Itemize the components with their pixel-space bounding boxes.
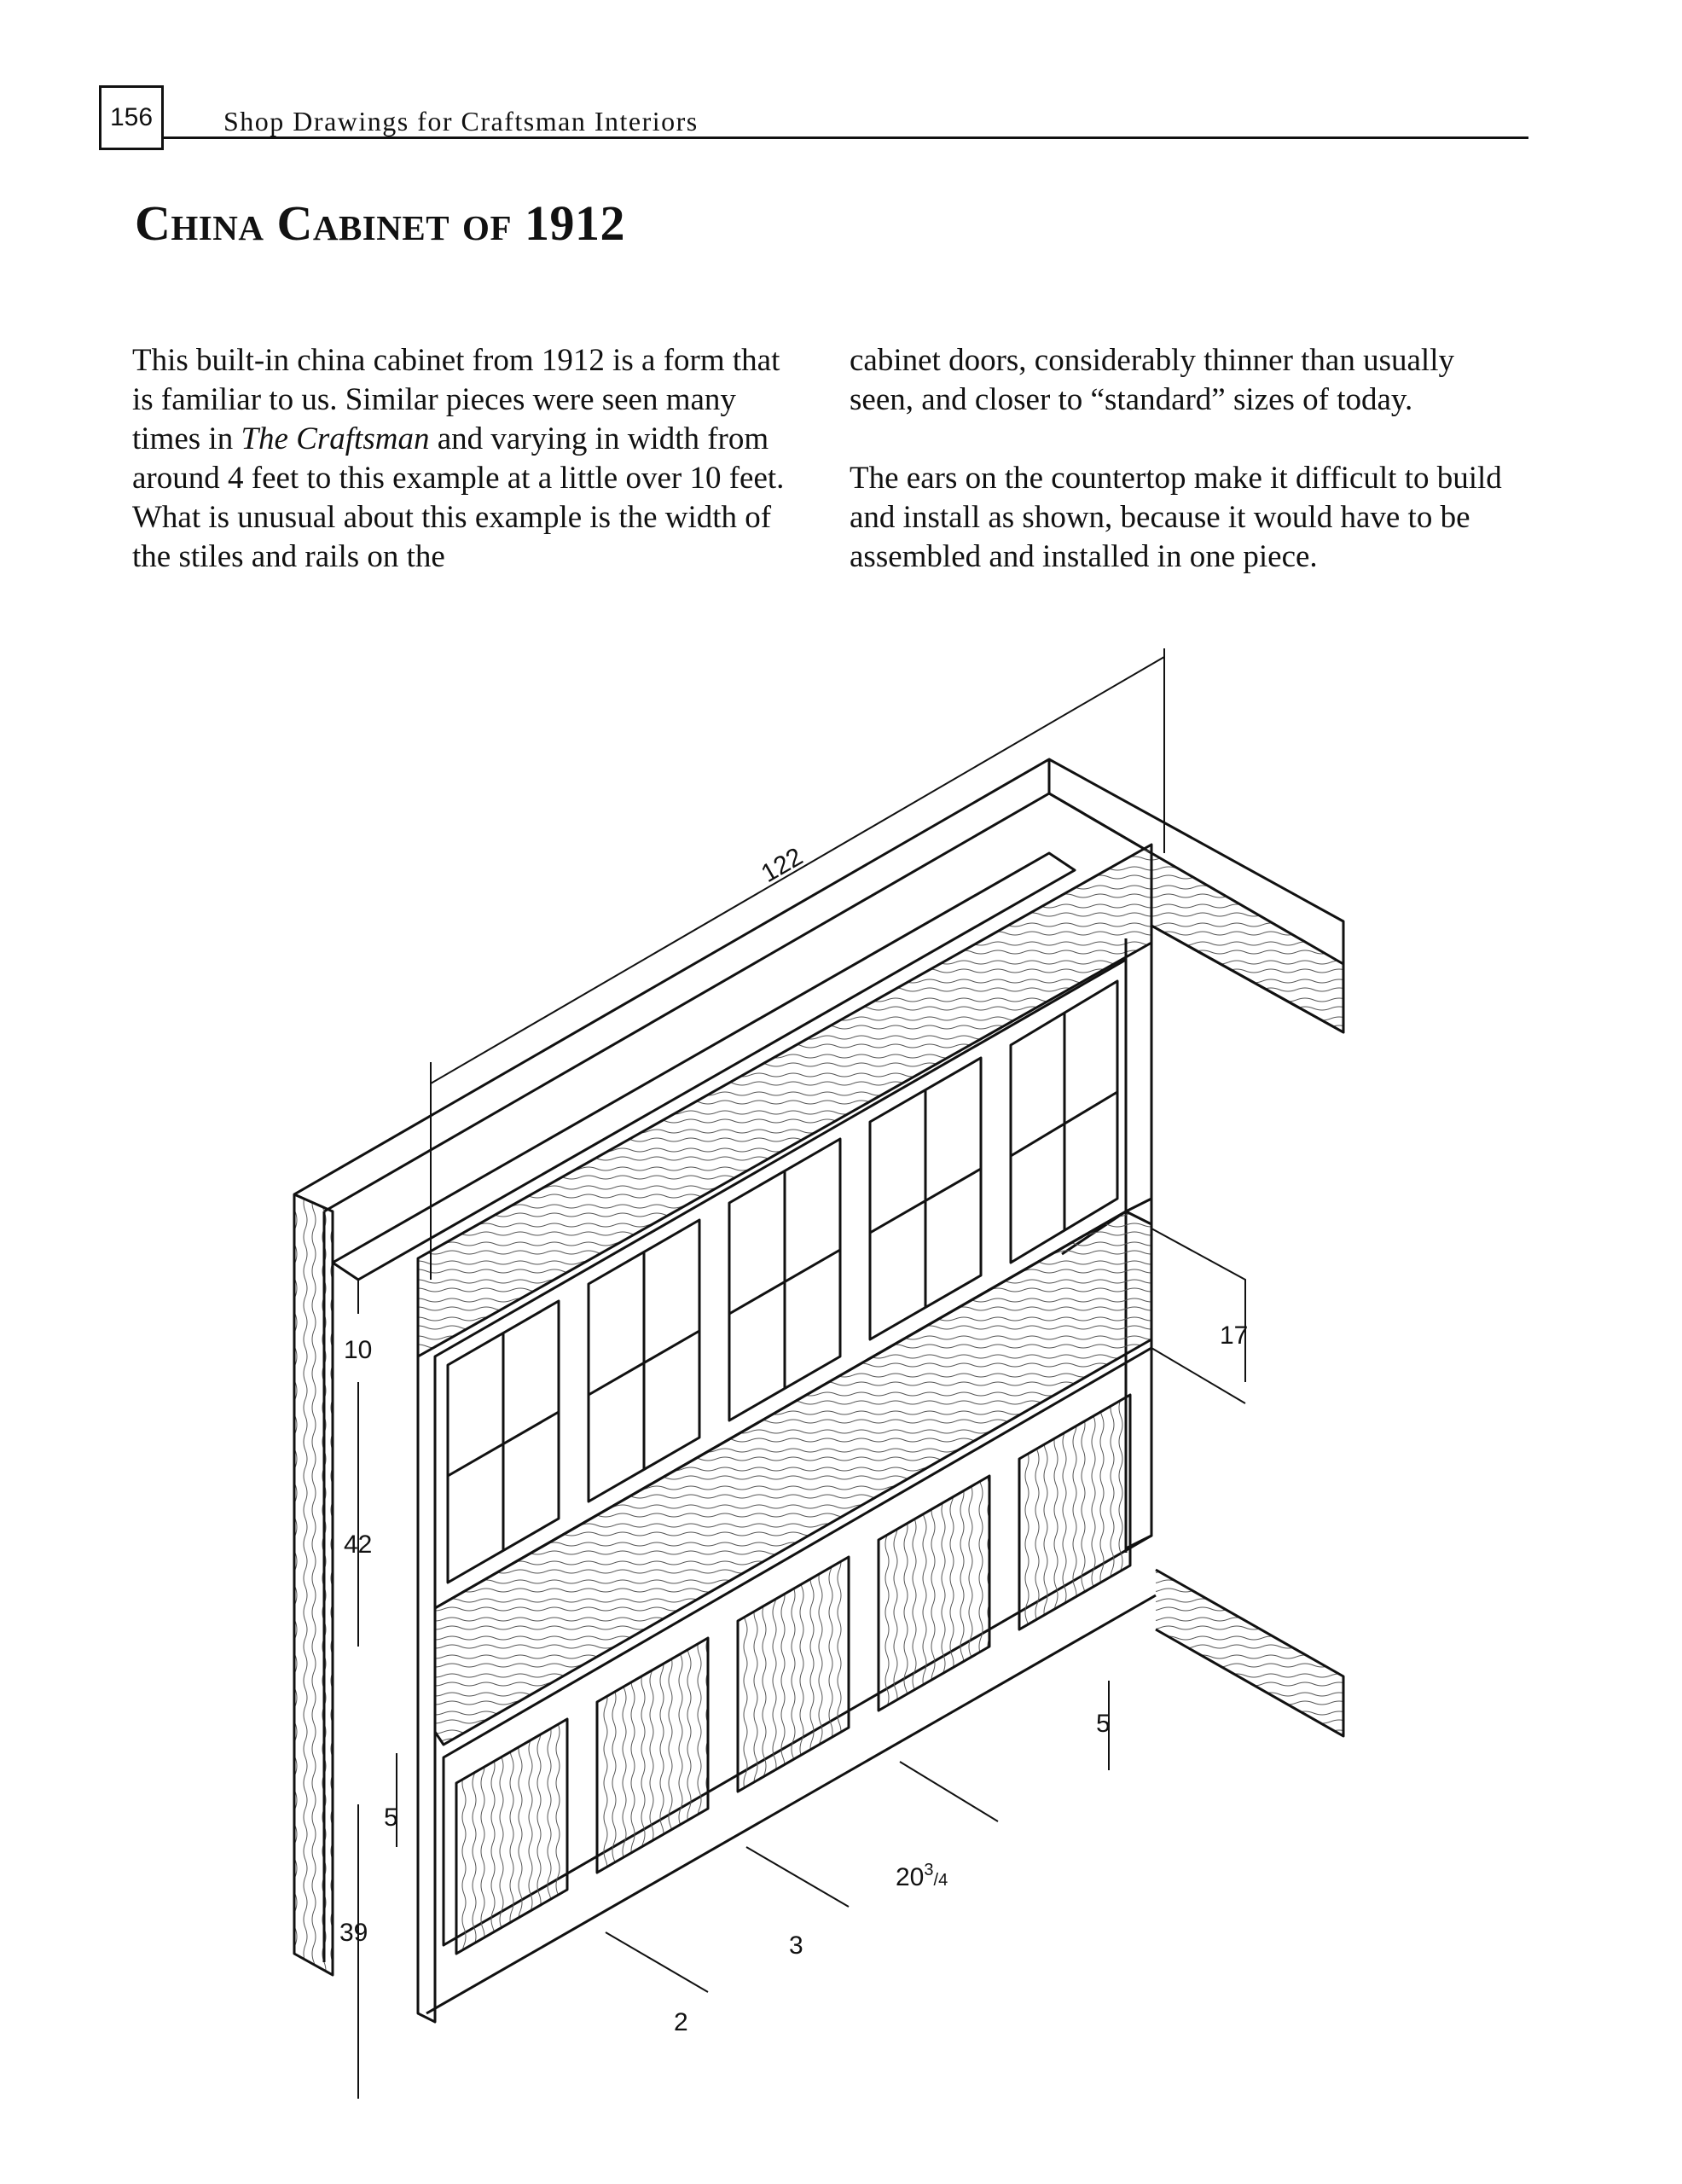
- dim-edge-width: 2: [674, 2008, 688, 2036]
- dim-rail-left: 5: [384, 1804, 398, 1832]
- dim-upper-height: 42: [344, 1531, 372, 1559]
- chapter-title: China Cabinet of 1912: [135, 195, 625, 251]
- dimension-lines: [357, 648, 1246, 2099]
- dim-door-width: 203/4: [896, 1861, 948, 1891]
- page-number: 156: [99, 85, 164, 150]
- countertop: [433, 1210, 1153, 1746]
- dim-upper-depth: 17: [1220, 1321, 1248, 1350]
- cabinet-isometric-drawing: 122 10 42 17 39 5 5 203/4 3 2: [293, 648, 1345, 2099]
- body-paragraph: The ears on the countertop make it diffi…: [850, 461, 1502, 574]
- dim-rail-right: 5: [1096, 1710, 1111, 1738]
- header-rule: [164, 136, 1528, 139]
- dim-overall-width: 122: [757, 842, 808, 888]
- dim-stile-width: 3: [789, 1931, 803, 1960]
- body-paragraph: This built-in china cabinet from 1912 is…: [132, 341, 806, 577]
- cabinet-left-side: [293, 1193, 334, 1977]
- body-text: This built-in china cabinet from 1912 is…: [132, 343, 780, 456]
- dim-lower-height: 39: [339, 1919, 368, 1947]
- body-column-left: This built-in china cabinet from 1912 is…: [132, 341, 806, 616]
- running-head: Shop Drawings for Craftsman Interiors: [223, 106, 699, 136]
- magazine-title: The Craftsman: [241, 421, 430, 456]
- dim-top-gap: 10: [344, 1336, 372, 1364]
- wall-baseboard: [1155, 1568, 1345, 1738]
- body-paragraph: cabinet doors, considerably thinner than…: [850, 343, 1454, 417]
- lower-panel-doors: [455, 1393, 1132, 1955]
- upper-glass-doors: [446, 979, 1119, 1584]
- body-text: and varying in width from around 4 feet …: [132, 421, 785, 574]
- wall-crown-panel: [1150, 851, 1345, 1034]
- body-column-right: cabinet doors, considerably thinner than…: [850, 341, 1523, 616]
